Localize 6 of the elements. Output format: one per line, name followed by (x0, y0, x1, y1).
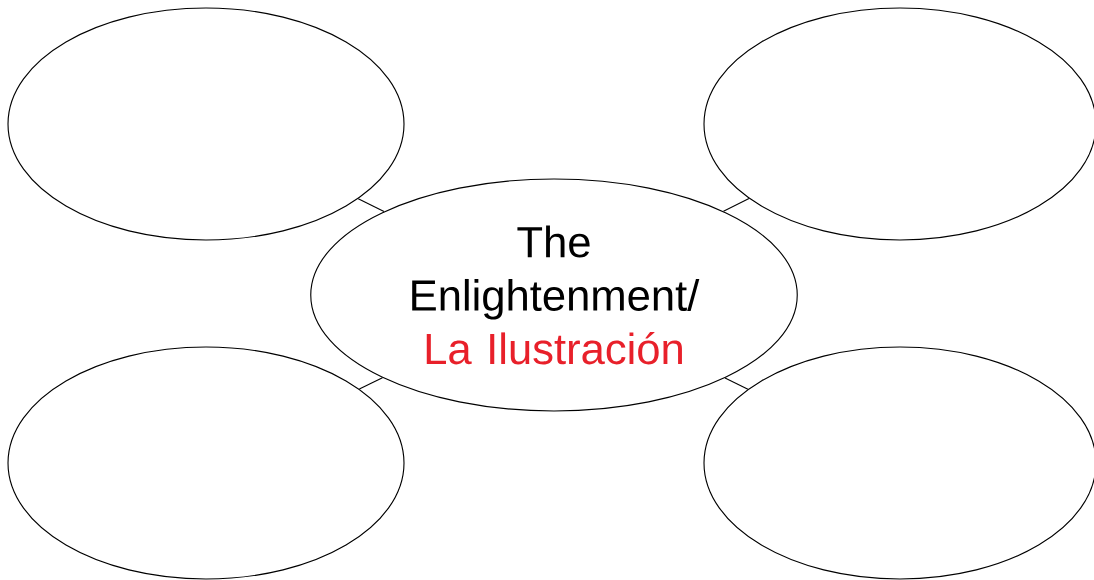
connector-line (357, 198, 385, 212)
connector-line (724, 377, 749, 390)
blank-ellipse (7, 7, 405, 241)
connector-line (358, 377, 383, 390)
blank-ellipse (7, 346, 405, 580)
connector-line (722, 198, 750, 212)
